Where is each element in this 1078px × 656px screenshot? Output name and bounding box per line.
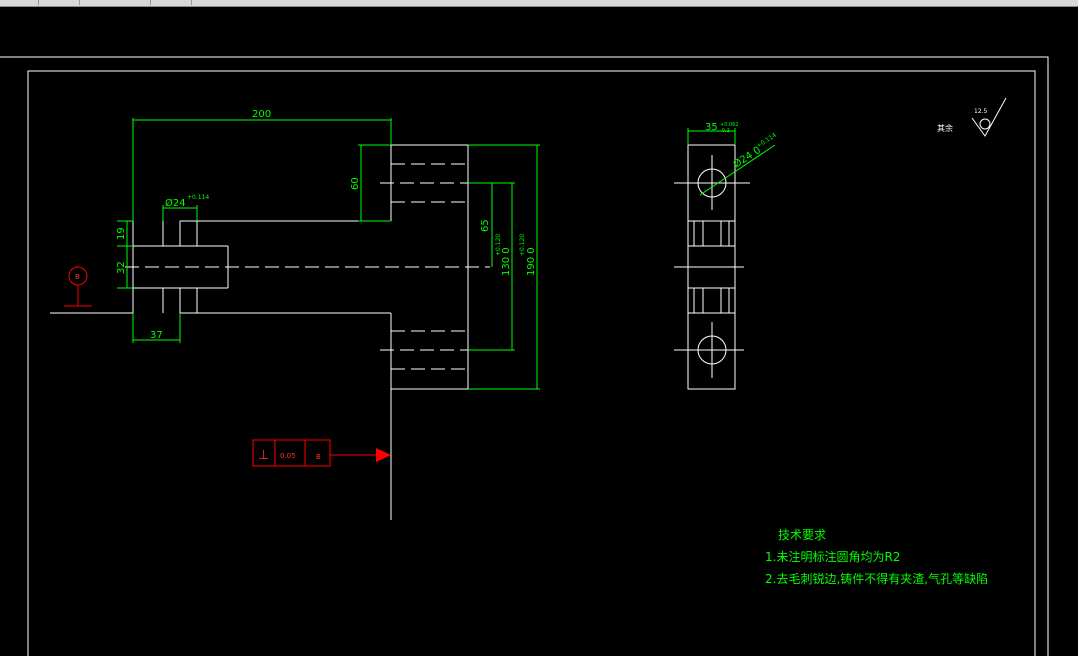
dim-190-tolerance: +0.120 bbox=[519, 234, 526, 256]
drawing-canvas[interactable]: 200 60 Ø24 +0.114 19 32 37 65 130 0 +0.1… bbox=[0, 7, 1078, 656]
requirements-line-2: 2.去毛刺锐边,铸件不得有夹渣,气孔等缺陷 bbox=[765, 571, 988, 586]
dim-130-tolerance: +0.120 bbox=[495, 234, 502, 256]
tolerance-value: 0.05 bbox=[280, 452, 296, 460]
dim-24-top: Ø24 bbox=[165, 197, 186, 209]
side-view-geometry bbox=[674, 144, 750, 390]
dim-35: 35 bbox=[705, 122, 718, 133]
roughness-symbol-icon bbox=[971, 97, 1007, 137]
side-view-dimensions bbox=[687, 128, 776, 196]
tolerance-datum: B bbox=[316, 453, 321, 461]
sheet-border bbox=[0, 56, 1049, 656]
dim-35-tolerance-lower: -0.2 bbox=[720, 128, 730, 134]
dim-35-tolerance: +0.062 bbox=[720, 122, 739, 128]
dim-24-top-tolerance: +0.114 bbox=[187, 194, 209, 201]
dim-32: 32 bbox=[116, 261, 127, 274]
datum-label: B bbox=[75, 273, 80, 281]
roughness-rest-label: 其余 bbox=[937, 123, 953, 133]
dim-65: 65 bbox=[480, 219, 491, 232]
toolbar-segment bbox=[0, 0, 39, 5]
window-top-bar bbox=[0, 0, 1078, 7]
front-view-geometry bbox=[50, 144, 490, 520]
dim-190: 190 0 bbox=[526, 247, 537, 276]
dim-60: 60 bbox=[350, 177, 361, 190]
requirements-title: 技术要求 bbox=[778, 528, 826, 542]
toolbar-segment bbox=[151, 0, 192, 5]
dim-200: 200 bbox=[252, 109, 271, 120]
cad-drawing: 200 60 Ø24 +0.114 19 32 37 65 130 0 +0.1… bbox=[0, 56, 1049, 656]
tolerance-frame bbox=[252, 439, 391, 467]
requirements-line-1: 1.未注明标注圆角均为R2 bbox=[765, 549, 900, 564]
toolbar-segment bbox=[39, 0, 80, 5]
datum-symbol bbox=[64, 266, 92, 307]
dim-37: 37 bbox=[150, 330, 163, 341]
dim-19: 19 bbox=[116, 227, 127, 240]
front-view-dimensions bbox=[117, 118, 540, 390]
dim-24-side-tolerance: +0.114 bbox=[755, 132, 778, 150]
dim-130: 130 0 bbox=[501, 247, 512, 276]
toolbar-segment bbox=[80, 0, 151, 5]
perpendicularity-symbol: ⊥ bbox=[258, 448, 269, 463]
roughness-value: 12.5 bbox=[974, 108, 988, 115]
